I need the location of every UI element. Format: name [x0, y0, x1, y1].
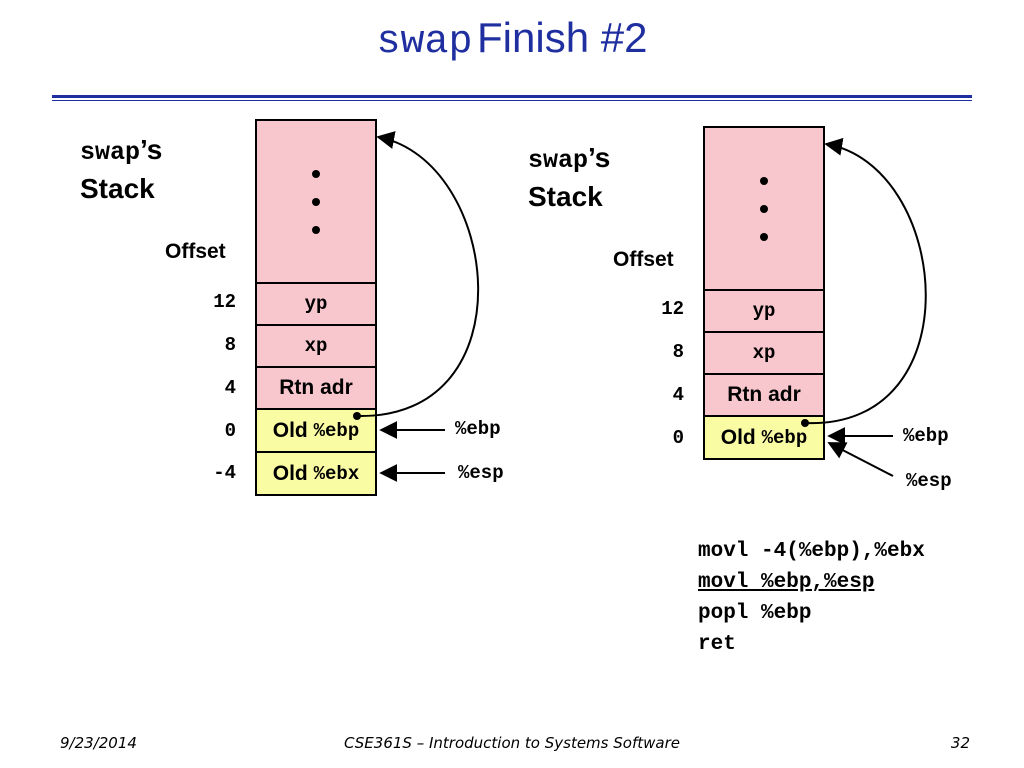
- footer-page-number: 32: [950, 734, 970, 752]
- ellipsis-dot: [760, 204, 768, 213]
- title-rule-thin: [52, 100, 972, 101]
- left-stack-ellipsis-cell: [255, 119, 377, 284]
- left-saved-ebp-arrow: [356, 131, 480, 418]
- footer-course: CSE361S – Introduction to Systems Softwa…: [344, 734, 680, 752]
- title-rule-thick: [52, 95, 972, 98]
- left-cell-old-ebp-prefix: Old: [272, 418, 314, 442]
- ellipsis-dot: [760, 176, 768, 185]
- right-stack-label-suffix: ’s: [588, 142, 611, 173]
- ellipsis-dot: [312, 225, 320, 234]
- ellipsis-dot: [760, 232, 768, 241]
- left-reg-ebp: %ebp: [455, 418, 501, 440]
- right-cell-yp-text: yp: [752, 300, 776, 322]
- code-line-1: movl -4(%ebp),%ebx: [698, 540, 925, 563]
- right-esp-arrow: [827, 442, 894, 477]
- left-offset-12: 12: [213, 291, 236, 313]
- assembly-code: movl -4(%ebp),%ebx movl %ebp,%esp popl %…: [698, 536, 925, 660]
- right-offset-8: 8: [672, 341, 684, 363]
- right-cell-rtn-adr-text: Rtn adr: [727, 383, 801, 406]
- right-offset-heading: Offset: [613, 248, 674, 271]
- code-line-2: movl %ebp,%esp: [698, 571, 875, 594]
- left-cell-rtn-adr-text: Rtn adr: [279, 376, 353, 399]
- right-offset-0: 0: [672, 427, 684, 449]
- right-cell-yp: yp: [703, 289, 825, 333]
- left-stack-label-code: swap: [80, 138, 141, 167]
- left-cell-yp-text: yp: [304, 293, 328, 315]
- right-reg-esp: %esp: [906, 470, 952, 492]
- right-cell-xp-text: xp: [752, 342, 776, 364]
- left-cell-xp-text: xp: [304, 335, 328, 357]
- left-offset-4: 4: [224, 377, 236, 399]
- right-reg-ebp: %ebp: [903, 425, 949, 447]
- ellipsis-dot: [312, 169, 320, 178]
- right-stack-label-code: swap: [528, 146, 589, 175]
- right-offset-12: 12: [661, 298, 684, 320]
- footer-date: 9/23/2014: [60, 734, 137, 752]
- left-stack-label-suffix: ’s: [140, 134, 163, 165]
- left-cell-yp: yp: [255, 282, 377, 326]
- right-cell-old-ebp-code: %ebp: [761, 426, 808, 449]
- slide-title: swap Finish #2: [0, 14, 1024, 65]
- left-stack-label-line2: Stack: [80, 173, 155, 204]
- right-stack-label-line2: Stack: [528, 181, 603, 212]
- left-offset-0: 0: [224, 420, 236, 442]
- right-cell-old-ebp: Old %ebp: [703, 415, 825, 460]
- ellipsis-dot: [312, 197, 320, 206]
- right-stack-ellipsis-cell: [703, 126, 825, 291]
- left-cell-xp: xp: [255, 324, 377, 368]
- right-offset-4: 4: [672, 384, 684, 406]
- right-cell-rtn-adr: Rtn adr: [703, 373, 825, 417]
- right-saved-ebp-arrow: [804, 137, 927, 425]
- left-offset-neg4: -4: [213, 462, 236, 484]
- left-cell-old-ebx: Old %ebx: [255, 451, 377, 496]
- left-cell-old-ebp-code: %ebp: [313, 419, 360, 442]
- right-stack-label: swap’s Stack: [528, 140, 610, 215]
- left-cell-old-ebx-prefix: Old: [272, 461, 314, 485]
- left-offset-8: 8: [224, 334, 236, 356]
- left-reg-esp: %esp: [458, 462, 504, 484]
- left-offset-heading: Offset: [165, 240, 226, 263]
- title-code: swap: [376, 20, 473, 65]
- left-cell-rtn-adr: Rtn adr: [255, 366, 377, 410]
- code-line-3: popl %ebp: [698, 602, 812, 625]
- right-cell-old-ebp-prefix: Old: [720, 425, 762, 449]
- code-line-4: ret: [698, 633, 736, 656]
- left-stack-label: swap’s Stack: [80, 132, 162, 207]
- left-cell-old-ebx-code: %ebx: [313, 462, 360, 485]
- title-text: Finish #2: [477, 14, 648, 61]
